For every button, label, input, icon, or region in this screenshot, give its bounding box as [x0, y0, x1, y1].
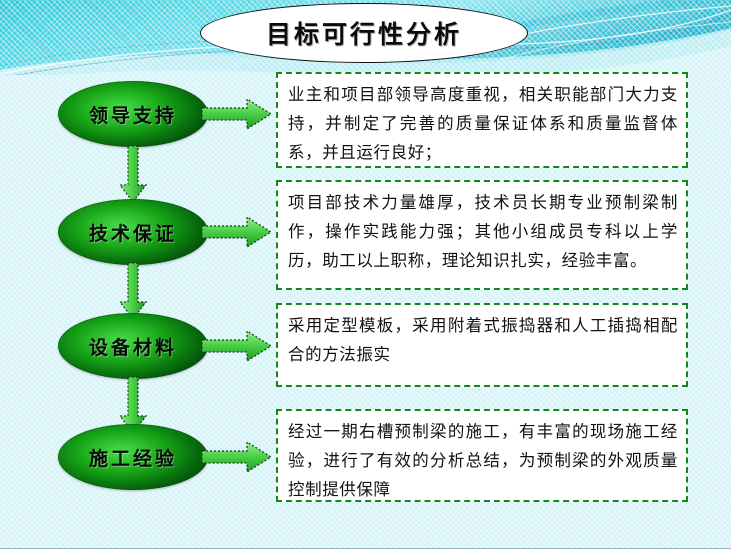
- flow-node-construction-experience[interactable]: 施工经验: [58, 424, 208, 490]
- flow-textbox: 采用定型模板，采用附着式振捣器和人工插捣相配合的方法振实: [276, 303, 688, 387]
- arrow-down-icon: [118, 145, 148, 205]
- title-ellipse: 目标可行性分析: [200, 3, 528, 63]
- flow-textbox-text: 经过一期右槽预制梁的施工，有丰富的现场施工经验，进行了有效的分析总结，为预制梁的…: [288, 422, 678, 499]
- arrow-right-icon: [201, 215, 273, 249]
- arrow-right-icon: [201, 97, 273, 131]
- flow-textbox-text: 采用定型模板，采用附着式振捣器和人工插捣相配合的方法振实: [288, 316, 678, 364]
- flow-node-label: 技术保证: [88, 222, 177, 245]
- flow-textbox: 经过一期右槽预制梁的施工，有丰富的现场施工经验，进行了有效的分析总结，为预制梁的…: [276, 409, 688, 502]
- flow-node-label: 施工经验: [88, 447, 177, 470]
- flow-textbox: 项目部技术力量雄厚，技术员长期专业预制梁制作，操作实践能力强；其他小组成员专科以…: [276, 180, 688, 290]
- flow-node-label: 设备材料: [88, 336, 177, 359]
- flow-textbox-text: 项目部技术力量雄厚，技术员长期专业预制梁制作，操作实践能力强；其他小组成员专科以…: [288, 193, 678, 270]
- flow-textbox: 业主和项目部领导高度重视，相关职能部门大力支持，并制定了完善的质量保证体系和质量…: [276, 72, 688, 168]
- flow-node-label: 领导支持: [88, 104, 177, 127]
- arrow-right-icon: [201, 440, 273, 474]
- flow-node-leadership-support[interactable]: 领导支持: [58, 81, 208, 147]
- page-title: 目标可行性分析: [265, 20, 462, 49]
- flow-node-equipment-materials[interactable]: 设备材料: [58, 313, 208, 379]
- flow-textbox-text: 业主和项目部领导高度重视，相关职能部门大力支持，并制定了完善的质量保证体系和质量…: [288, 85, 678, 162]
- arrow-right-icon: [201, 329, 273, 363]
- flow-node-technical-assurance[interactable]: 技术保证: [58, 199, 208, 265]
